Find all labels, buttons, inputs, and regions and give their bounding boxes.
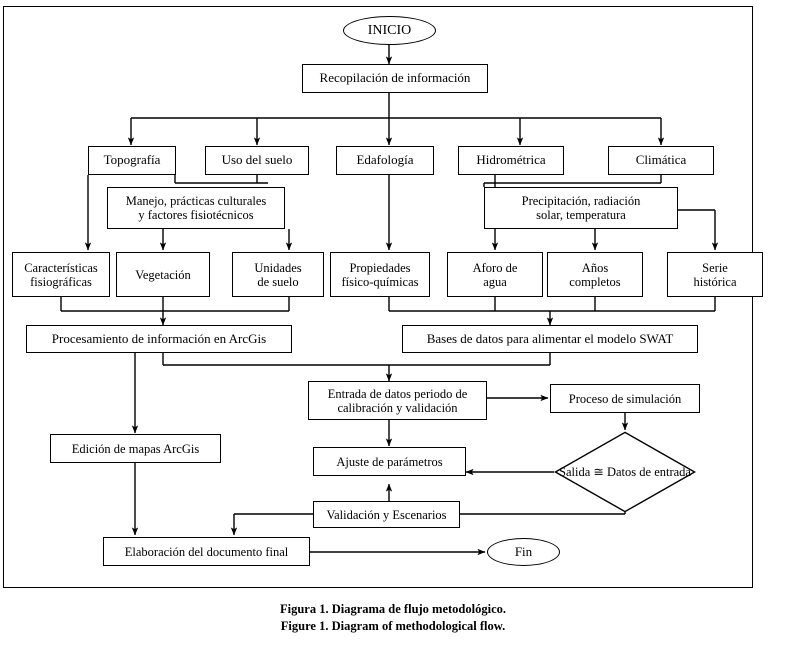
decision-label-line2: de entrada [639, 465, 691, 479]
node-procesamiento-arcgis[interactable]: Procesamiento de información en ArcGis [26, 325, 292, 353]
node-manejo-practicas[interactable]: Manejo, prácticas culturales y factores … [107, 187, 285, 229]
node-topografia[interactable]: Topografía [88, 146, 176, 175]
node-documento-final[interactable]: Elaboración del documento final [103, 537, 310, 566]
node-topografia-label: Topografía [103, 152, 161, 168]
start-node[interactable]: INICIO [343, 16, 436, 45]
node-recopilacion[interactable]: Recopilación de información [302, 64, 488, 93]
node-proceso-de-simulacion[interactable]: Proceso de simulación [550, 384, 700, 413]
node-edafologia[interactable]: Edafología [336, 146, 434, 175]
decision-diamond-shape [554, 431, 696, 513]
caption-line-spanish: Figura 1. Diagrama de flujo metodológico… [279, 602, 506, 616]
decision-salida-datos-entrada[interactable]: Salida ≅ Datos de entrada [554, 431, 696, 513]
node-edafologia-label: Edafología [356, 152, 414, 168]
node-unidades-line1: Unidades [254, 260, 302, 275]
node-precipitacion-line2: solar, temperatura [536, 208, 626, 222]
node-precipitacion-line1: Precipitación, radiación [521, 194, 641, 208]
end-node[interactable]: Fin [487, 538, 560, 566]
node-recopilacion-label: Recopilación de información [319, 70, 471, 86]
node-entrada-line1: Entrada de datos periodo de [327, 386, 468, 401]
node-caracteristicas-line2: fisiográficas [30, 274, 92, 289]
node-propiedades-fisico-quimicas[interactable]: Propiedades físico-químicas [330, 252, 430, 297]
caption-line-english: Figure 1. Diagram of methodological flow… [280, 618, 506, 633]
node-documento-final-label: Elaboración del documento final [124, 544, 289, 559]
node-aforo-line2: agua [483, 274, 507, 289]
node-precipitacion-radiacion[interactable]: Precipitación, radiación solar, temperat… [484, 187, 678, 229]
node-edicion-de-mapas[interactable]: Edición de mapas ArcGis [50, 434, 221, 463]
end-node-label: Fin [514, 544, 533, 559]
node-anios-line1: Años [581, 260, 609, 275]
node-validacion-escenarios[interactable]: Validación y Escenarios [313, 501, 460, 528]
node-caracteristicas-line1: Características [24, 260, 98, 275]
node-unidades-line2: de suelo [257, 274, 299, 289]
node-aforo-line1: Aforo de [472, 260, 518, 275]
node-climatica-label: Climática [635, 152, 687, 168]
node-climatica[interactable]: Climática [608, 146, 714, 175]
node-bases-de-datos-swat[interactable]: Bases de datos para alimentar el modelo … [402, 325, 698, 353]
node-bases-de-datos-label: Bases de datos para alimentar el modelo … [426, 330, 674, 346]
node-hidrometrica-label: Hidrométrica [476, 152, 546, 168]
node-uso-del-suelo-label: Uso del suelo [221, 152, 293, 168]
node-manejo-practicas-line1: Manejo, prácticas culturales [125, 194, 267, 208]
node-anios-completos[interactable]: Años completos [547, 252, 643, 297]
node-ajuste-de-parametros[interactable]: Ajuste de parámetros [313, 447, 466, 476]
decision-label-line1: Salida ≅ Datos [559, 465, 637, 479]
node-propiedades-line1: Propiedades [349, 260, 411, 275]
node-validacion-label: Validación y Escenarios [326, 507, 447, 522]
node-serie-line1: Serie [702, 260, 728, 275]
node-ajuste-parametros-label: Ajuste de parámetros [336, 454, 443, 469]
node-proceso-simulacion-label: Proceso de simulación [568, 391, 682, 406]
node-hidrometrica[interactable]: Hidrométrica [458, 146, 564, 175]
node-entrada-line2: calibración y validación [337, 400, 458, 415]
node-vegetacion[interactable]: Vegetación [116, 252, 210, 297]
node-propiedades-line2: físico-químicas [341, 274, 419, 289]
diagram-border-frame [3, 6, 753, 588]
node-serie-line2: histórica [693, 274, 737, 289]
node-edicion-mapas-label: Edición de mapas ArcGis [71, 441, 200, 456]
node-uso-del-suelo[interactable]: Uso del suelo [205, 146, 309, 175]
node-aforo-de-agua[interactable]: Aforo de agua [447, 252, 543, 297]
node-entrada-de-datos[interactable]: Entrada de datos periodo de calibración … [308, 381, 487, 420]
node-vegetacion-label: Vegetación [135, 267, 191, 282]
node-procesamiento-label: Procesamiento de información en ArcGis [51, 330, 267, 346]
start-node-label: INICIO [367, 22, 412, 38]
node-anios-line2: completos [569, 274, 621, 289]
node-unidades-de-suelo[interactable]: Unidades de suelo [232, 252, 324, 297]
node-caracteristicas-fisiograficas[interactable]: Características fisiográficas [12, 252, 110, 297]
node-serie-historica[interactable]: Serie histórica [667, 252, 763, 297]
figure-caption: Figura 1. Diagrama de flujo metodológico… [0, 601, 786, 635]
node-manejo-practicas-line2: y factores fisiotécnicos [138, 208, 254, 222]
